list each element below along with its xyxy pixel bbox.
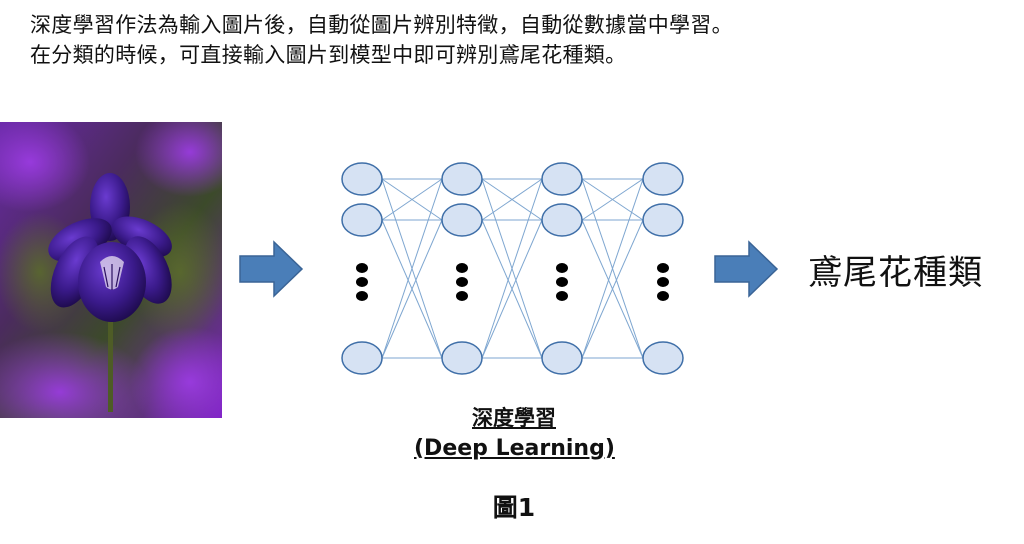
intro-text: 深度學習作法為輸入圖片後，自動從圖片辨別特徵，自動從數據當中學習。 在分類的時候… (30, 10, 733, 70)
network-edge (381, 178, 443, 221)
network-node (541, 203, 583, 237)
network-node (441, 341, 483, 375)
network-edge (581, 219, 644, 359)
network-node (441, 203, 483, 237)
neural-network-diagram (341, 162, 684, 375)
ellipsis-dot (456, 263, 468, 273)
ellipsis-dot (556, 291, 568, 301)
intro-line-2: 在分類的時候，可直接輸入圖片到模型中即可辨別鳶尾花種類。 (30, 43, 627, 67)
intro-line-1: 深度學習作法為輸入圖片後，自動從圖片辨別特徵，自動從數據當中學習。 (30, 13, 733, 37)
input-arrow-icon (239, 240, 304, 298)
network-node (541, 162, 583, 196)
ellipsis-dot (356, 263, 368, 273)
network-node (642, 341, 684, 375)
ellipsis-dot (456, 277, 468, 287)
network-node (341, 162, 383, 196)
network-edge (481, 178, 543, 359)
network-node (341, 203, 383, 237)
network-node (642, 162, 684, 196)
ellipsis-dot (356, 277, 368, 287)
figure-label: 圖1 (492, 493, 536, 522)
output-arrow-icon (714, 240, 779, 298)
ellipsis-dot (456, 291, 468, 301)
caption-title-en: (Deep Learning) (414, 436, 615, 461)
ellipsis-dot (556, 277, 568, 287)
result-label: 鳶尾花種類 (808, 253, 983, 293)
network-node (642, 203, 684, 237)
iris-flower-image (0, 122, 222, 418)
network-node (441, 162, 483, 196)
network-edge (481, 178, 543, 221)
ellipsis-dot (356, 291, 368, 301)
network-node (341, 341, 383, 375)
network-edge (381, 219, 443, 359)
network-edge (581, 178, 644, 221)
ellipsis-dot (657, 277, 669, 287)
ellipsis-dot (657, 263, 669, 273)
ellipsis-dot (556, 263, 568, 273)
network-edge (581, 178, 644, 359)
network-edge (381, 178, 443, 359)
network-nodes (341, 162, 684, 375)
network-node (541, 341, 583, 375)
caption-title-zh: 深度學習 (472, 406, 556, 430)
ellipsis-dot (657, 291, 669, 301)
network-connections (381, 178, 644, 359)
network-ellipsis (356, 263, 669, 301)
network-edge (481, 219, 543, 359)
